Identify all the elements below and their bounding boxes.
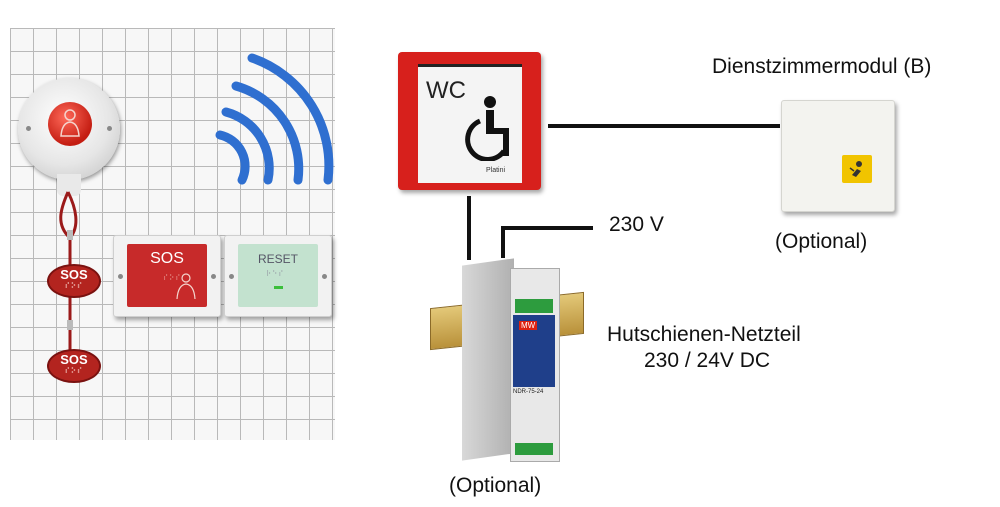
reset-button-plate: RESET ⠗⠑⠎ — [224, 235, 332, 317]
dienstzimmer-button — [842, 155, 872, 183]
wc-brand: Platini — [486, 167, 506, 174]
braille-dots: ⠎⠕⠎ — [64, 368, 84, 375]
pull-tag-upper: SOS ⠎⠕⠎ — [47, 264, 101, 298]
psu-title-line2: 230 / 24V DC — [644, 349, 771, 372]
wc-call-module: WC Platini — [398, 52, 541, 190]
power-supply-front: MW NDR-75-24 — [510, 268, 560, 462]
psu-terminals-top — [515, 299, 553, 313]
psu-optional: (Optional) — [449, 474, 542, 497]
dienstzimmer-module — [781, 100, 895, 212]
nurse-call-icon — [849, 161, 862, 177]
psu-brand: MW — [519, 321, 538, 330]
wheelchair-icon — [465, 96, 509, 161]
sos-button-text: SOS — [150, 250, 184, 267]
psu-230v-feed-vertical — [501, 226, 505, 258]
nurse-icon — [176, 273, 196, 300]
pull-tag-upper-text: SOS — [60, 267, 88, 282]
sos-button: SOS ⠎⠕⠎ — [127, 244, 207, 307]
pull-cord — [59, 191, 78, 350]
wc-to-dienstzimmer-line — [548, 124, 780, 128]
psu-model: NDR-75-24 — [513, 389, 544, 395]
psu-title-line1: Hutschienen-Netzteil — [607, 323, 801, 346]
reset-button: RESET ⠗⠑⠎ — [238, 244, 318, 307]
psu-blue-label: MW — [513, 315, 555, 387]
voltage-label: 230 V — [609, 213, 664, 236]
braille-dots: ⠎⠕⠎ — [64, 283, 84, 290]
wc-to-psu-line — [467, 196, 471, 260]
wireless-signal-icon — [215, 53, 334, 185]
pull-switch-red-button — [48, 102, 92, 146]
dienstzimmer-title: Dienstzimmermodul (B) — [712, 55, 932, 78]
wc-label: WC — [426, 77, 466, 104]
pull-tag-lower-text: SOS — [60, 352, 88, 367]
reset-led — [274, 286, 283, 289]
power-supply-side — [462, 258, 514, 461]
pull-cord-switch — [18, 78, 120, 180]
nurse-icon — [60, 109, 80, 137]
pull-switch-stem — [57, 174, 81, 196]
wc-call-button: WC Platini — [418, 64, 522, 183]
pull-tag-lower: SOS ⠎⠕⠎ — [47, 349, 101, 383]
psu-terminals-bottom — [515, 443, 553, 455]
dienstzimmer-optional: (Optional) — [775, 230, 868, 253]
sos-button-plate: SOS ⠎⠕⠎ — [113, 235, 221, 317]
braille-dots: ⠎⠕⠎ — [163, 275, 182, 282]
reset-button-text: RESET — [257, 252, 298, 266]
psu-230v-feed-horizontal — [501, 226, 593, 230]
braille-dots: ⠗⠑⠎ — [266, 271, 285, 278]
